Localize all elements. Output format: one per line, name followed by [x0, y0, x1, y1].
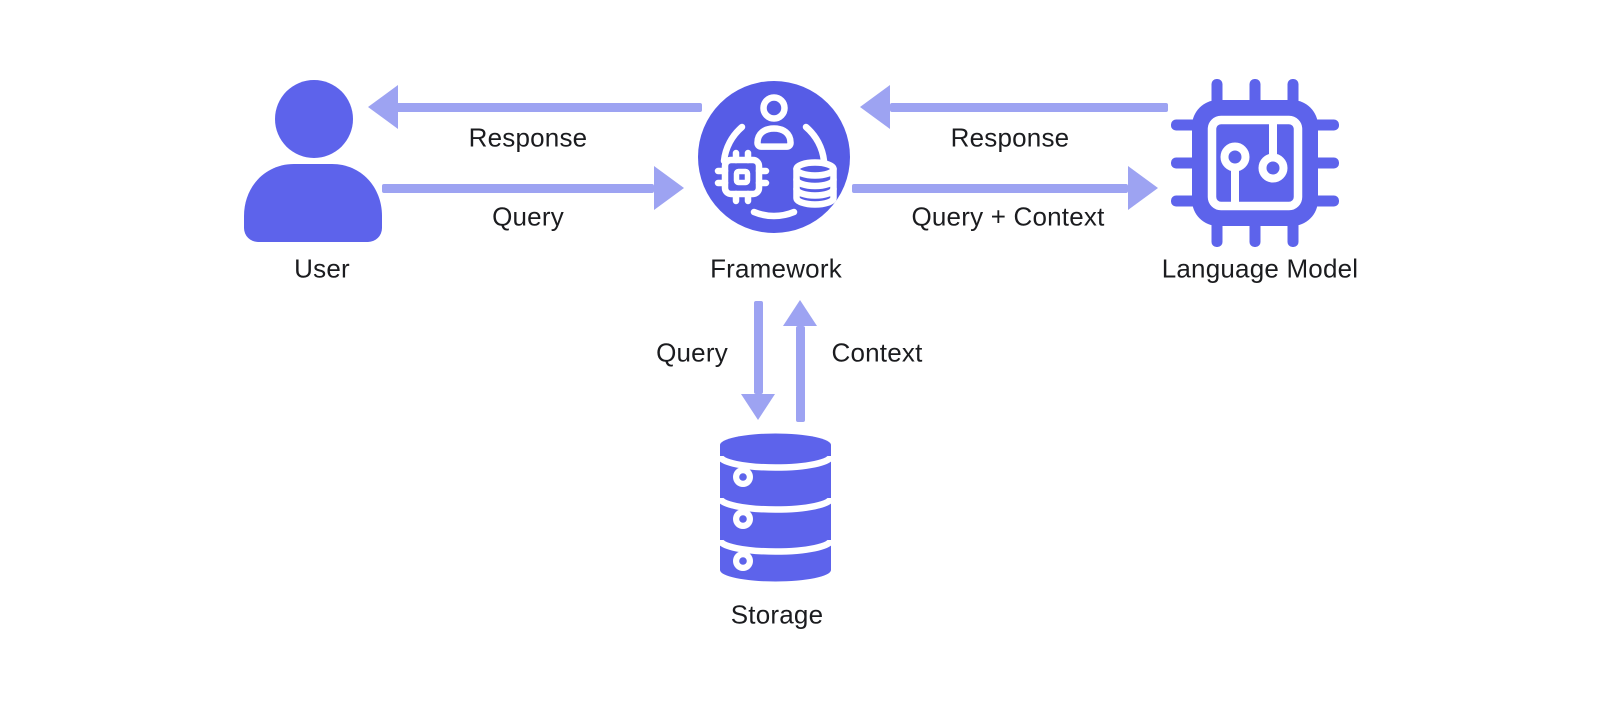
- arrowhead-left-icon: [860, 85, 890, 129]
- arrowhead-up-icon: [783, 300, 817, 326]
- arrowhead-left-icon: [368, 85, 398, 129]
- edge-label-context-up: Context: [831, 337, 923, 368]
- arrow-shaft: [753, 301, 763, 394]
- user-icon: [244, 80, 382, 242]
- node-user: [240, 78, 386, 244]
- arrow-shaft: [890, 102, 1168, 112]
- node-label-language-model: Language Model: [1161, 253, 1359, 284]
- arrow-framework-to-user: [368, 85, 702, 129]
- arrow-language-model-to-framework: [860, 85, 1168, 129]
- arrowhead-right-icon: [1128, 166, 1158, 210]
- node-storage: [718, 432, 833, 583]
- node-framework: [698, 81, 850, 233]
- node-label-storage: Storage: [730, 599, 824, 630]
- arrow-framework-to-storage: [741, 301, 775, 420]
- arrowhead-down-icon: [741, 394, 775, 420]
- arrow-shaft: [795, 326, 805, 422]
- edge-label-query-context: Query + Context: [911, 201, 1105, 232]
- framework-cycle-icon: [698, 81, 850, 233]
- arrow-shaft: [382, 183, 654, 193]
- node-language-model: [1171, 79, 1339, 247]
- arrowhead-right-icon: [654, 166, 684, 210]
- arrow-storage-to-framework: [783, 300, 817, 422]
- edge-label-query-left: Query: [492, 201, 564, 232]
- edge-label-response-left: Response: [468, 122, 588, 153]
- edge-label-query-down: Query: [656, 337, 728, 368]
- arrow-shaft: [852, 183, 1128, 193]
- edge-label-response-right: Response: [950, 122, 1070, 153]
- arrow-shaft: [396, 102, 702, 112]
- chip-icon: [1171, 79, 1339, 247]
- arrow-framework-to-language-model: [852, 166, 1158, 210]
- node-label-user: User: [294, 253, 350, 284]
- database-icon: [718, 433, 833, 582]
- node-label-framework: Framework: [710, 253, 842, 284]
- arrow-user-to-framework: [382, 166, 684, 210]
